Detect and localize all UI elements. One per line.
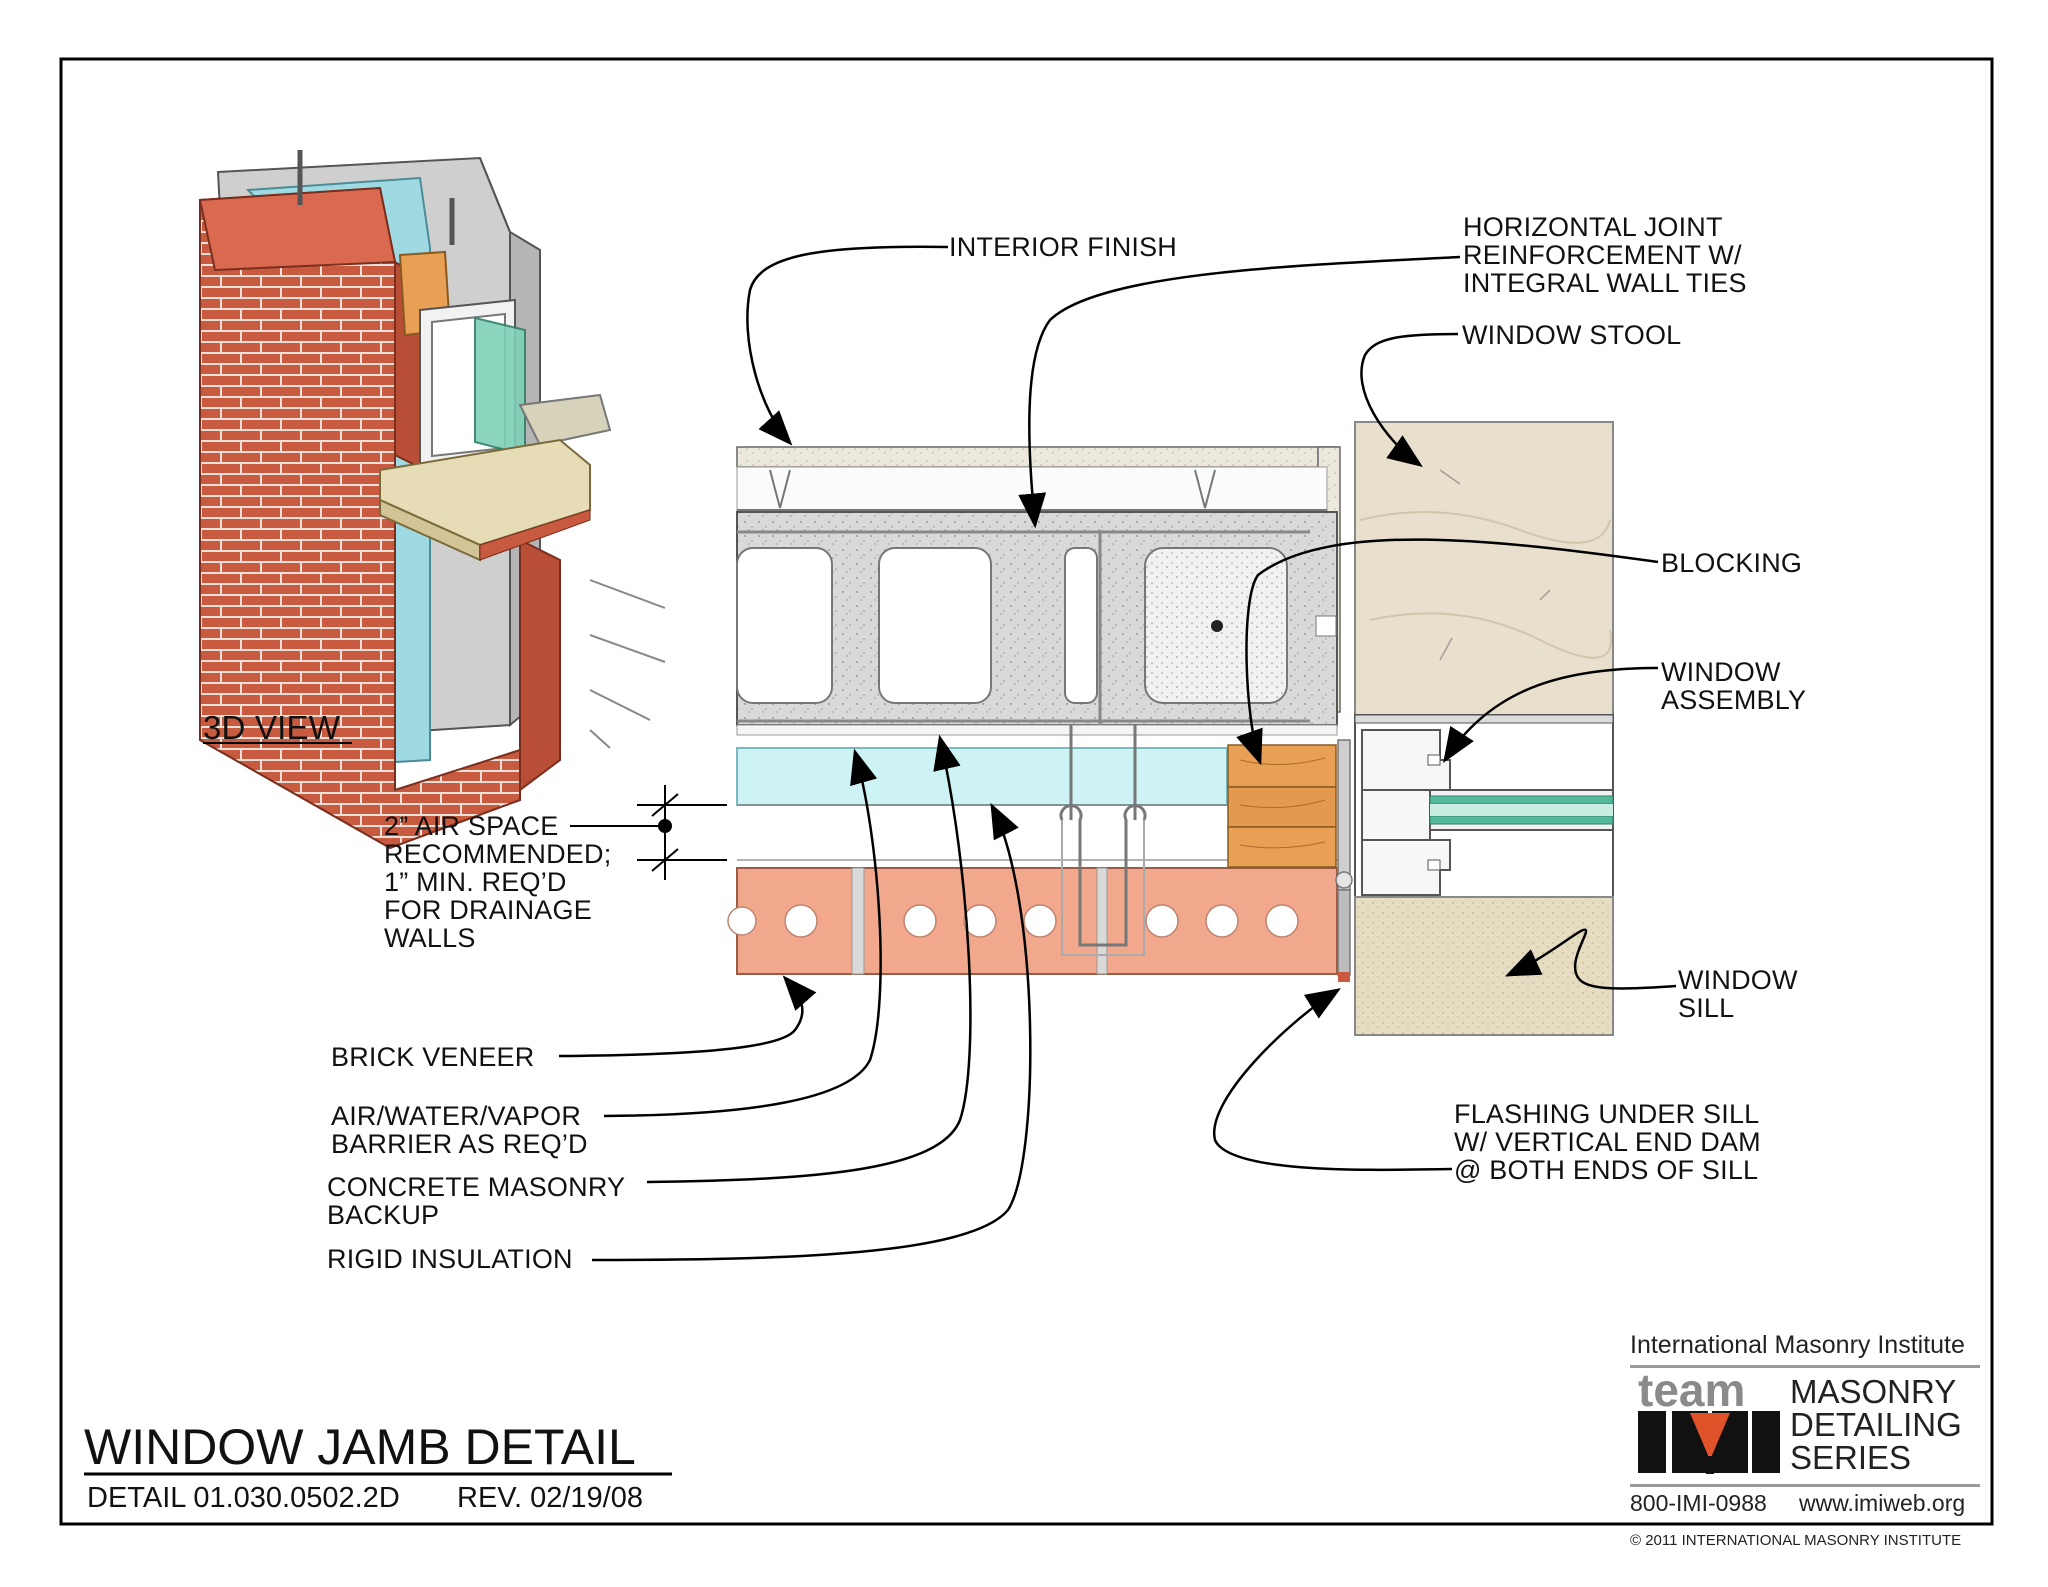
label-blocking: BLOCKING: [1661, 548, 1803, 578]
label-cmu-backup: CONCRETE MASONRY BACKUP: [327, 1172, 626, 1230]
label-flashing: FLASHING UNDER SILL W/ VERTICAL END DAM …: [1454, 1099, 1761, 1185]
detail-number: DETAIL 01.030.0502.2D: [87, 1482, 400, 1514]
window-stool-part: [1354, 421, 1614, 716]
logo-website: www.imiweb.org: [1799, 1490, 1966, 1516]
label-window-stool: WINDOW STOOL: [1462, 320, 1682, 350]
leader-lines: [558, 245, 1677, 1262]
air-space-dimension: [570, 785, 727, 880]
logo-phone: 800-IMI-0988: [1630, 1490, 1767, 1516]
window-sill-part: [1354, 896, 1614, 1036]
label-window-assembly: WINDOW ASSEMBLY: [1661, 657, 1807, 715]
label-air-barrier: AIR/WATER/VAPOR BARRIER AS REQ’D: [331, 1101, 588, 1159]
label-interior-finish: INTERIOR FINISH: [949, 232, 1178, 262]
label-window-sill: WINDOW SILL: [1678, 965, 1798, 1023]
logo-team-wordmark: team: [1638, 1364, 1746, 1416]
copyright: © 2011 INTERNATIONAL MASONRY INSTITUTE: [1630, 1532, 1962, 1549]
label-air-space: 2” AIR SPACE RECOMMENDED; 1” MIN. REQ’D …: [384, 811, 612, 953]
imi-logo: [1630, 1365, 1980, 1487]
interior-finish-layer: [736, 446, 1338, 468]
logo-series: MASONRY DETAILING SERIES: [1790, 1373, 1962, 1476]
blocking-layer: [1227, 744, 1337, 788]
label-rigid-insulation: RIGID INSULATION: [327, 1244, 573, 1274]
label-brick-veneer: BRICK VENEER: [331, 1042, 535, 1072]
revision-date: REV. 02/19/08: [457, 1482, 643, 1514]
3d-view-illustration: [198, 150, 666, 850]
rigid-insulation-layer: [736, 747, 1228, 806]
logo-org-name: International Masonry Institute: [1630, 1331, 1965, 1359]
section-detail: [727, 421, 1614, 1036]
page-title: WINDOW JAMB DETAIL: [84, 1419, 636, 1475]
view-label: 3D VIEW: [203, 709, 341, 746]
sheet-border: [59, 57, 1994, 1526]
label-joint-reinforcement: HORIZONTAL JOINT REINFORCEMENT W/ INTEGR…: [1463, 212, 1747, 298]
